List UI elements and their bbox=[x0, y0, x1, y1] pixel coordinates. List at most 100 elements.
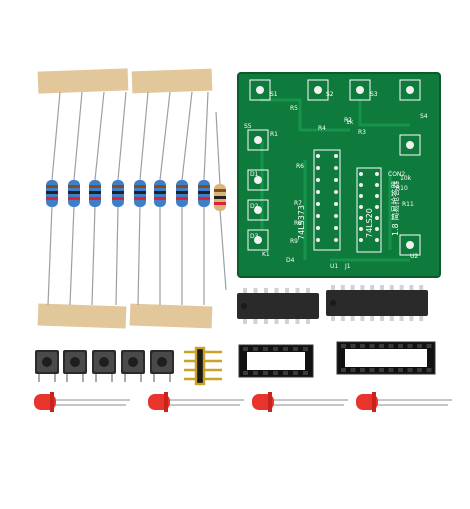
ic-pin bbox=[264, 318, 268, 324]
pcb-silk-label: R7 bbox=[294, 200, 302, 207]
pcb-silk-label: R5 bbox=[290, 105, 298, 112]
pcb-pin-pad bbox=[375, 216, 379, 220]
resistor-blue bbox=[89, 180, 101, 207]
pcb-pad-group bbox=[247, 229, 269, 251]
ic-pin bbox=[331, 285, 335, 291]
led-red bbox=[356, 392, 452, 412]
pcb-pad-group bbox=[399, 234, 421, 256]
pcb-pin-pad bbox=[359, 216, 363, 220]
push-button bbox=[35, 350, 59, 382]
ic-pin bbox=[380, 285, 384, 291]
pcb-silk-label: U2 bbox=[410, 253, 418, 260]
pcb-pad-group bbox=[247, 169, 269, 191]
socket-hole bbox=[341, 368, 346, 372]
pcb-pin-pad bbox=[375, 183, 379, 187]
pcb-silk-label: R10 bbox=[396, 185, 408, 192]
socket-hole bbox=[263, 371, 268, 375]
pcb-silk-label: R6 bbox=[296, 163, 304, 170]
resistor-blue bbox=[46, 180, 58, 207]
pcb-pin-pad bbox=[334, 202, 338, 206]
pcb-title: 1.8 简易抢答器 bbox=[390, 181, 400, 236]
pcb-silk-label: R11 bbox=[402, 201, 414, 208]
ic-pin bbox=[295, 288, 300, 294]
socket-hole bbox=[417, 344, 422, 348]
ic-chips bbox=[237, 285, 428, 324]
pcb-pin-pad bbox=[316, 226, 320, 230]
pcb-pad-group bbox=[249, 79, 271, 101]
led-red bbox=[148, 392, 244, 412]
pcb-silk-label: S1 bbox=[270, 91, 278, 98]
ic-pin bbox=[399, 315, 404, 321]
socket-hole bbox=[303, 347, 308, 351]
pcb-silk-label: J1 bbox=[344, 263, 351, 270]
pcb-silk-label: D1 bbox=[250, 171, 259, 178]
pcb-silk-label: CON2 bbox=[388, 171, 405, 178]
ic-pin bbox=[370, 285, 375, 291]
socket-hole bbox=[341, 344, 346, 348]
pcb-chip-label-2: 74LS20 bbox=[365, 208, 374, 238]
socket-hole bbox=[398, 368, 403, 372]
pcb-silk-label: R8 bbox=[294, 220, 302, 227]
pcb-pin-pad bbox=[375, 194, 379, 198]
pcb-pad-group bbox=[247, 129, 269, 151]
pcb-chip-label-1: 74LS373 bbox=[297, 205, 306, 240]
socket-hole bbox=[283, 347, 288, 351]
ic-pin bbox=[419, 315, 424, 321]
pcb-pin-pad bbox=[375, 172, 379, 176]
socket-hole bbox=[253, 347, 258, 351]
pcb-pin-pad bbox=[316, 214, 320, 218]
socket-hole bbox=[388, 368, 394, 372]
pcb-pin-pad bbox=[375, 238, 379, 242]
header-pins bbox=[184, 346, 222, 386]
pcb-silk-label: R1 bbox=[270, 131, 278, 138]
tape-top-left bbox=[37, 68, 129, 94]
leds bbox=[34, 392, 452, 412]
pcb-footprint-u1 bbox=[313, 149, 341, 251]
ic-pin bbox=[285, 318, 289, 324]
ic-pin bbox=[306, 288, 310, 294]
pcb-pin-pad bbox=[334, 154, 338, 158]
ic-pin bbox=[389, 315, 394, 321]
ic-pin bbox=[264, 288, 268, 294]
tape-top-right bbox=[131, 68, 213, 94]
pcb-silk-label: U1 bbox=[330, 263, 338, 270]
socket-hole bbox=[426, 368, 432, 372]
socket-hole bbox=[379, 368, 384, 372]
pcb-silk-label: R4 bbox=[318, 125, 326, 132]
pcb-silk-label: R3 bbox=[358, 129, 366, 136]
socket-hole bbox=[243, 371, 248, 375]
ic-pin bbox=[306, 318, 310, 324]
socket-hole bbox=[303, 371, 308, 375]
pcb-silk-label: S5 bbox=[244, 123, 252, 130]
socket-hole bbox=[283, 371, 288, 375]
ic-pin bbox=[409, 285, 414, 291]
pcb-silk-label: D3 bbox=[250, 233, 259, 240]
ic-pin bbox=[350, 285, 355, 291]
header-housing bbox=[194, 346, 206, 386]
socket-hole bbox=[369, 368, 375, 372]
ic-pin bbox=[331, 315, 335, 321]
pcb-pad-group bbox=[349, 79, 371, 101]
socket-hole bbox=[388, 344, 394, 348]
ic-pin bbox=[350, 315, 355, 321]
pcb-pin-pad bbox=[359, 194, 363, 198]
pcb-silk-label: K1 bbox=[262, 251, 270, 258]
pcb-pin-pad bbox=[359, 172, 363, 176]
ic-pin bbox=[360, 285, 365, 291]
pcb-pin-pad bbox=[359, 205, 363, 209]
socket-hole bbox=[350, 344, 356, 348]
resistor-blue bbox=[112, 180, 124, 207]
pcb-pin-pad bbox=[359, 238, 363, 242]
pcb-silk-label: R9 bbox=[290, 238, 298, 245]
socket-hole bbox=[360, 368, 365, 372]
socket-hole bbox=[350, 368, 356, 372]
led-red bbox=[252, 392, 348, 412]
push-button bbox=[92, 350, 116, 382]
pcb-pin-pad bbox=[359, 183, 363, 187]
pcb-silk-label: R2 bbox=[344, 117, 352, 124]
ic-small bbox=[237, 293, 319, 319]
socket-hole bbox=[426, 344, 432, 348]
socket-hole bbox=[369, 344, 375, 348]
socket-hole bbox=[293, 347, 298, 351]
ic-pin bbox=[360, 315, 365, 321]
